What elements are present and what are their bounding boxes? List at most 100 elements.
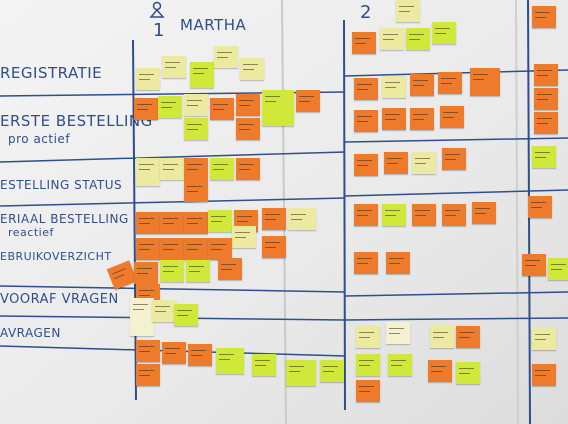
column-1-name: MARTHA xyxy=(180,16,247,34)
column-1-number: 1 xyxy=(153,20,165,41)
row-label-pro-actief: pro actief xyxy=(8,132,71,146)
sticky-note xyxy=(210,158,234,180)
row-divider xyxy=(344,291,568,297)
row-label-eerste-bestelling: ERSTE BESTELLING xyxy=(0,112,153,130)
row-label-vooraf-vragen: VOORAF VRAGEN xyxy=(0,292,119,307)
sticky-note xyxy=(430,326,454,348)
sticky-note xyxy=(208,238,232,260)
row-divider xyxy=(0,197,346,207)
sticky-note xyxy=(412,204,436,226)
sticky-note xyxy=(528,196,552,218)
row-divider xyxy=(0,151,346,163)
sticky-note xyxy=(162,342,186,364)
sticky-note xyxy=(232,226,256,248)
row-divider xyxy=(344,317,568,321)
sticky-note xyxy=(174,304,198,326)
sticky-note xyxy=(406,28,430,50)
sticky-note xyxy=(160,158,184,180)
column-divider xyxy=(132,39,137,401)
sticky-note xyxy=(382,204,406,226)
sticky-note xyxy=(532,364,556,386)
sticky-note xyxy=(428,360,452,382)
sticky-note xyxy=(184,94,208,116)
sticky-note xyxy=(534,88,558,110)
sticky-note xyxy=(380,28,404,50)
sticky-note xyxy=(396,0,420,22)
sticky-note xyxy=(532,328,556,350)
sticky-note xyxy=(354,204,378,226)
row-label-navragen: AVRAGEN xyxy=(0,326,61,340)
sticky-note xyxy=(440,106,464,128)
sticky-note xyxy=(470,68,500,96)
sticky-note xyxy=(410,108,434,130)
sticky-note xyxy=(354,110,378,132)
sticky-note xyxy=(136,158,160,186)
sticky-note xyxy=(534,64,558,86)
sticky-note xyxy=(160,212,184,234)
sticky-note xyxy=(288,208,316,230)
row-label-materiaal-bestelling: ERIAAL BESTELLING xyxy=(0,212,129,226)
sticky-note xyxy=(262,208,286,230)
sticky-note xyxy=(136,364,160,386)
sticky-note xyxy=(136,212,160,234)
sticky-note xyxy=(388,354,412,376)
row-label-reactief: reactief xyxy=(8,226,54,239)
sticky-note xyxy=(522,254,546,276)
sticky-note xyxy=(134,262,158,284)
row-divider xyxy=(344,189,568,197)
sticky-note xyxy=(188,344,212,366)
sticky-note xyxy=(134,98,158,120)
sticky-note xyxy=(456,362,480,384)
sticky-note xyxy=(236,158,260,180)
sticky-note xyxy=(190,62,214,88)
sticky-note xyxy=(240,58,264,80)
sticky-note xyxy=(354,252,378,274)
sticky-note xyxy=(442,148,466,170)
sticky-note xyxy=(236,118,260,140)
sticky-note xyxy=(236,94,260,116)
sticky-note xyxy=(184,158,208,180)
sticky-note xyxy=(548,258,568,280)
sticky-note xyxy=(410,74,434,96)
row-label-bestelling-status: ESTELLING STATUS xyxy=(0,178,123,192)
sticky-note xyxy=(438,72,462,94)
row-divider xyxy=(0,285,346,293)
sticky-note xyxy=(216,348,244,374)
sticky-note xyxy=(184,180,208,202)
sticky-note xyxy=(136,238,160,260)
column-divider xyxy=(343,19,346,411)
sticky-note xyxy=(252,354,276,376)
sticky-note xyxy=(210,98,234,120)
sticky-note xyxy=(262,236,286,258)
sticky-note xyxy=(356,326,380,348)
sticky-note xyxy=(412,152,436,174)
column-2-number: 2 xyxy=(360,2,372,23)
sticky-note xyxy=(456,326,480,348)
sticky-note xyxy=(354,154,378,176)
sticky-note xyxy=(186,260,210,282)
sticky-note xyxy=(160,238,184,260)
sticky-note xyxy=(532,146,556,168)
sticky-note xyxy=(442,204,466,226)
sticky-note xyxy=(218,258,242,280)
row-label-gebruikoverzicht: EBRUIKOVERZICHT xyxy=(0,250,112,263)
sticky-note xyxy=(184,238,208,260)
sticky-note xyxy=(184,212,208,234)
sticky-note xyxy=(162,56,186,78)
sticky-note xyxy=(352,32,376,54)
sticky-note xyxy=(534,112,558,134)
sticky-note xyxy=(432,22,456,44)
sticky-note xyxy=(386,252,410,274)
sticky-note xyxy=(472,202,496,224)
sticky-note xyxy=(356,380,380,402)
sticky-note xyxy=(382,76,406,98)
sticky-note xyxy=(262,90,294,126)
sticky-note xyxy=(532,6,556,28)
row-label-registratie: REGISTRATIE xyxy=(0,64,103,82)
sticky-note xyxy=(286,360,316,386)
sticky-note xyxy=(152,300,176,322)
sticky-note xyxy=(130,298,154,336)
sticky-note xyxy=(382,108,406,130)
sticky-note xyxy=(356,354,380,376)
sticky-note xyxy=(354,78,378,100)
